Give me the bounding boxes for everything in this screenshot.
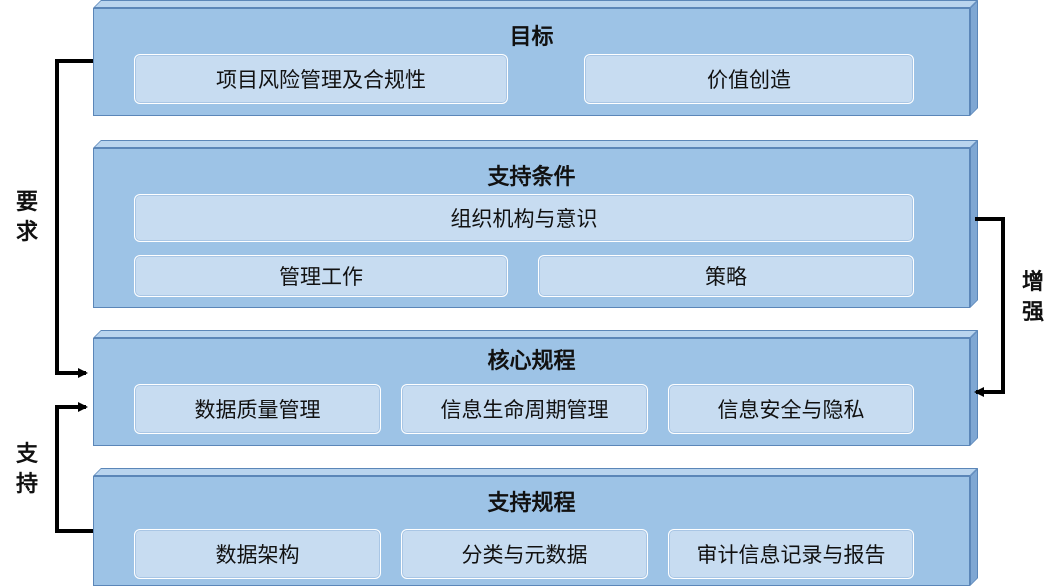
support-condition-strategy: 策略 bbox=[538, 255, 914, 297]
layer-goal-face: 目标 项目风险管理及合规性 价值创造 bbox=[93, 8, 970, 116]
support-condition-organization-awareness: 组织机构与意识 bbox=[134, 194, 914, 242]
label-enhance-char-1: 增 bbox=[1021, 270, 1044, 295]
support-item-audit-reporting: 审计信息记录与报告 bbox=[668, 529, 914, 579]
goal-item-risk-compliance: 项目风险管理及合规性 bbox=[134, 54, 508, 104]
layer-core: 核心规程 数据质量管理 信息生命周期管理 信息安全与隐私 bbox=[93, 330, 978, 446]
label-support-char-2: 持 bbox=[15, 472, 38, 497]
support-item-classification-metadata: 分类与元数据 bbox=[401, 529, 648, 579]
label-require: 要 求 bbox=[14, 188, 40, 248]
core-item-security-privacy: 信息安全与隐私 bbox=[668, 384, 914, 434]
core-item-data-quality: 数据质量管理 bbox=[134, 384, 381, 434]
support-item-data-architecture: 数据架构 bbox=[134, 529, 381, 579]
layer-core-title: 核心规程 bbox=[487, 349, 576, 374]
layer-support-conditions-face: 支持条件 组织机构与意识 管理工作 策略 bbox=[93, 148, 970, 308]
layer-support-face: 支持规程 数据架构 分类与元数据 审计信息记录与报告 bbox=[93, 476, 970, 586]
label-enhance: 增 强 bbox=[1020, 268, 1046, 328]
support-condition-management-work: 管理工作 bbox=[134, 255, 508, 297]
label-enhance-char-2: 强 bbox=[1021, 300, 1044, 325]
label-require-char-1: 要 bbox=[15, 190, 38, 215]
layer-support: 支持规程 数据架构 分类与元数据 审计信息记录与报告 bbox=[93, 468, 978, 586]
layer-goal-title: 目标 bbox=[509, 25, 554, 50]
arrow-require bbox=[55, 59, 93, 378]
layer-goal: 目标 项目风险管理及合规性 价值创造 bbox=[93, 0, 978, 116]
goal-item-value-creation: 价值创造 bbox=[584, 54, 914, 104]
arrow-support bbox=[55, 402, 93, 533]
core-item-info-lifecycle: 信息生命周期管理 bbox=[401, 384, 648, 434]
label-support: 支 持 bbox=[14, 440, 40, 500]
arrow-enhance bbox=[974, 217, 1005, 397]
layer-support-title: 支持规程 bbox=[487, 491, 576, 516]
layer-support-conditions: 支持条件 组织机构与意识 管理工作 策略 bbox=[93, 140, 978, 308]
label-require-char-2: 求 bbox=[15, 220, 38, 245]
label-support-char-1: 支 bbox=[15, 442, 38, 467]
layer-core-face: 核心规程 数据质量管理 信息生命周期管理 信息安全与隐私 bbox=[93, 338, 970, 446]
layer-support-conditions-title: 支持条件 bbox=[487, 165, 576, 190]
